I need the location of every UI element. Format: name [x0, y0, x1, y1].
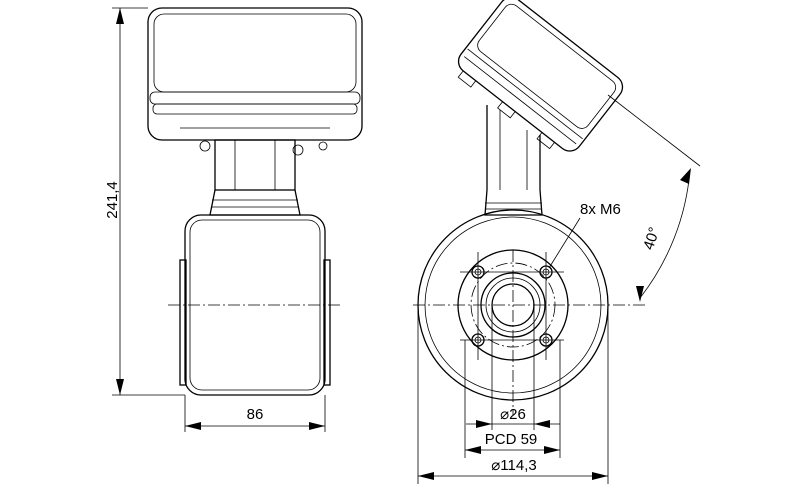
side-view: 241,4 86: [104, 7, 363, 432]
tilt-angle: 40°: [640, 225, 663, 252]
pcd-dimension: PCD 59: [485, 431, 538, 448]
bore-dimension: ⌀26: [500, 406, 526, 423]
neck: [214, 139, 296, 191]
bolt-label: 8x M6: [580, 201, 621, 218]
bolt-holes: [460, 252, 564, 360]
tilted-head: [457, 0, 624, 152]
front-view: 8x M6 40° ⌀26 PCD 59 ⌀114,3: [413, 0, 701, 484]
outer-diameter-dimension: ⌀114,3: [491, 457, 536, 474]
width-dimension: 86: [247, 406, 264, 423]
height-dimension: 241,4: [104, 181, 121, 219]
transmitter-head: [147, 7, 363, 141]
